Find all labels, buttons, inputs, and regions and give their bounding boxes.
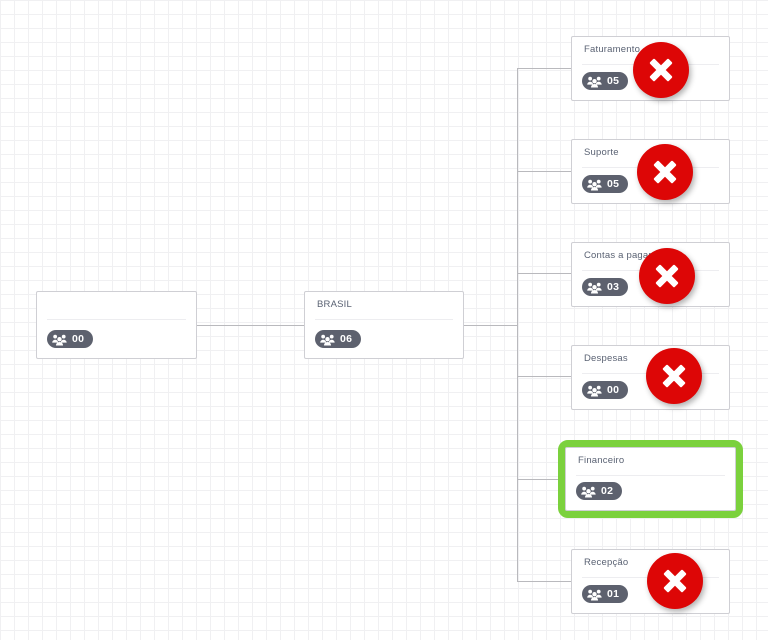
red-x-remove-icon	[662, 364, 686, 388]
remove-button-recepcao[interactable]	[647, 553, 703, 609]
node-separator	[47, 319, 186, 320]
group-of-people-icon	[587, 385, 602, 396]
org-node-suporte-title: Suporte	[584, 147, 619, 158]
org-node-suporte-headcount-badge: 05	[582, 175, 629, 193]
node-separator	[576, 475, 725, 476]
remove-button-suporte[interactable]	[637, 144, 693, 200]
org-node-recepcao-headcount-badge: 01	[582, 585, 629, 603]
red-x-remove-icon	[663, 569, 687, 593]
group-of-people-icon	[320, 334, 335, 345]
connector-branch-contas-a-pagar	[517, 273, 572, 274]
group-of-people-icon	[587, 179, 602, 190]
connector-branch-financeiro	[517, 479, 559, 480]
connector-branch-despesas	[517, 376, 572, 377]
group-of-people-icon	[52, 334, 67, 345]
org-node-financeiro[interactable]: Financeiro 02	[565, 447, 736, 511]
org-node-brasil-title: BRASIL	[317, 299, 352, 310]
org-node-root-headcount: 00	[72, 332, 85, 345]
red-x-remove-icon	[655, 264, 679, 288]
remove-button-despesas[interactable]	[646, 348, 702, 404]
connector-brasil-to-trunk	[464, 325, 518, 326]
red-x-remove-icon	[653, 160, 677, 184]
connector-branch-faturamento	[517, 68, 572, 69]
org-node-financeiro-headcount: 02	[601, 484, 614, 497]
org-node-contas-a-pagar-title: Contas a pagar	[584, 250, 652, 261]
red-x-remove-icon	[649, 58, 673, 82]
org-node-despesas-headcount-badge: 00	[582, 381, 629, 399]
org-node-financeiro-headcount-badge: 02	[576, 482, 623, 500]
group-of-people-icon	[581, 486, 596, 497]
connector-root-to-brasil	[197, 325, 304, 326]
org-node-suporte-headcount: 05	[607, 177, 620, 190]
connector-trunk-vertical	[517, 68, 518, 582]
org-node-faturamento-headcount: 05	[607, 74, 620, 87]
group-of-people-icon	[587, 282, 602, 293]
org-node-brasil-headcount: 06	[340, 332, 353, 345]
org-node-despesas-title: Despesas	[584, 353, 628, 364]
remove-button-faturamento[interactable]	[633, 42, 689, 98]
org-node-recepcao-headcount: 01	[607, 587, 620, 600]
org-node-brasil-headcount-badge: 06	[315, 330, 362, 348]
node-separator	[315, 319, 453, 320]
org-node-contas-a-pagar-headcount: 03	[607, 280, 620, 293]
org-node-brasil[interactable]: BRASIL 06	[304, 291, 464, 359]
org-node-faturamento-headcount-badge: 05	[582, 72, 629, 90]
connector-branch-recepcao	[517, 581, 572, 582]
org-node-faturamento-title: Faturamento	[584, 44, 641, 55]
connector-branch-suporte	[517, 171, 572, 172]
org-node-financeiro-selection-highlight: Financeiro 02	[558, 440, 743, 518]
group-of-people-icon	[587, 76, 602, 87]
org-node-financeiro-title: Financeiro	[578, 455, 625, 466]
group-of-people-icon	[587, 589, 602, 600]
org-node-contas-a-pagar-headcount-badge: 03	[582, 278, 629, 296]
org-node-recepcao-title: Recepção	[584, 557, 629, 568]
org-node-despesas-headcount: 00	[607, 383, 620, 396]
org-node-root-headcount-badge: 00	[47, 330, 94, 348]
remove-button-contas-a-pagar[interactable]	[639, 248, 695, 304]
org-node-root[interactable]: 00	[36, 291, 197, 359]
